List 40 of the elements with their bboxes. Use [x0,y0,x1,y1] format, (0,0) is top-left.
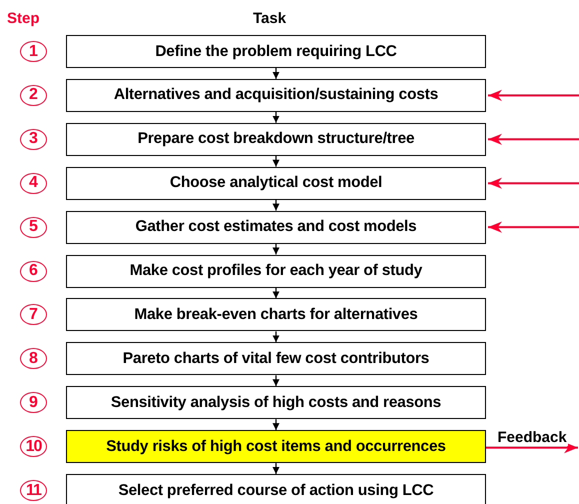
arrow [488,134,579,145]
arrow [272,244,280,254]
process-box: Select preferred course of action using LCC [66,474,486,504]
arrow [272,463,280,474]
process-box: Define the problem requiring LCC [66,35,486,68]
arrow [272,200,280,211]
arrow [488,222,579,233]
step-number: 7 [20,304,47,326]
arrow [272,156,280,167]
arrow [272,331,280,342]
process-box: Study risks of high cost items and occurrences [66,430,486,464]
process-box: Prepare cost breakdown structure/tree [66,122,486,156]
arrow [272,68,280,79]
process-box: Make cost profiles for each year of study [66,254,486,288]
process-box: Gather cost estimates and cost models [66,210,486,244]
arrow [272,375,280,386]
column-heading: Task [253,10,286,27]
arrow [272,419,280,430]
step-number: 1 [20,41,47,62]
step-number: 8 [20,348,47,370]
process-box: Alternatives and acquisition/sustaining costs [66,78,486,112]
arrow [488,178,579,189]
arrow [272,112,280,123]
step-number: 6 [20,260,47,282]
edge-label: Feedback [496,428,568,446]
step-number: 3 [20,128,47,150]
process-box: Make break-even charts for alternatives [66,298,486,332]
step-number: 5 [20,216,47,238]
process-box: Choose analytical cost model [66,166,486,200]
column-heading: Step [7,10,40,27]
arrow [488,90,579,101]
step-number: 9 [20,392,47,414]
process-box: Pareto charts of vital few cost contributors [66,342,486,376]
step-number: 10 [20,436,47,458]
arrow [486,442,578,454]
step-number: 4 [20,172,47,194]
process-box: Sensitivity analysis of high costs and reasons [66,386,486,420]
step-number: 11 [20,480,47,501]
arrow [272,288,280,298]
step-number: 2 [20,84,47,106]
